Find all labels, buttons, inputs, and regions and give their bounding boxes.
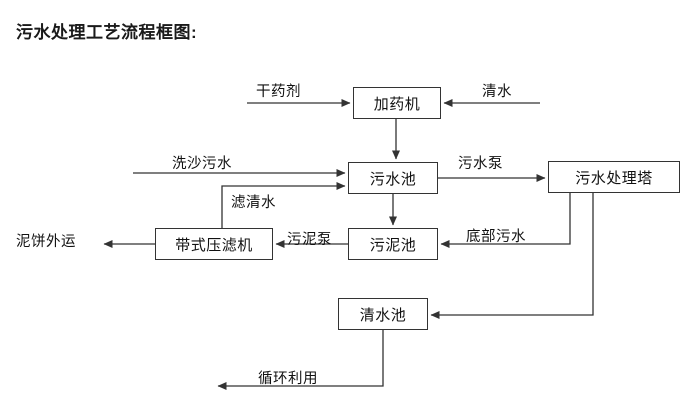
node-label: 加药机 [373,95,421,113]
node-wastewater-pool[interactable]: 污水池 [348,162,438,194]
page-title: 污水处理工艺流程框图: [16,23,198,42]
edge-label-sand-wash-sewage: 洗沙污水 [172,156,232,172]
node-belt-filter-press[interactable]: 带式压滤机 [155,228,273,260]
node-label: 清水池 [359,306,407,324]
node-sludge-pool[interactable]: 污泥池 [348,228,438,260]
edge-label-clean-water: 清水 [482,84,512,100]
node-label: 带式压滤机 [175,236,253,254]
edge-label-sewage-pump: 污水泵 [458,156,503,172]
edge-label-sludge-pump: 污泥泵 [287,232,332,248]
edge-label-dry-chemical: 干药剂 [256,84,301,100]
edge-label-recycle-reuse: 循环利用 [258,371,318,387]
edge-label-bottom-sewage: 底部污水 [466,229,526,245]
terminal-label-mud-cake-transport: 泥饼外运 [16,234,76,250]
node-dosing-machine[interactable]: 加药机 [353,87,441,119]
node-clear-water-pool[interactable]: 清水池 [338,298,428,330]
node-label: 污泥池 [369,236,417,254]
node-label: 污水池 [369,170,417,188]
edge-tower-bottom-sewage-to-sludge-pool [440,193,571,248]
edge-label-filtered-water: 滤清水 [231,195,276,211]
edge-filtered-water-to-wastewater-pool [221,182,346,228]
node-treatment-tower[interactable]: 污水处理塔 [548,161,680,193]
edge-clear-water-pool-to-recycle [217,330,384,390]
edge-tower-to-clear-water-pool [430,193,594,319]
node-label: 污水处理塔 [575,169,653,187]
